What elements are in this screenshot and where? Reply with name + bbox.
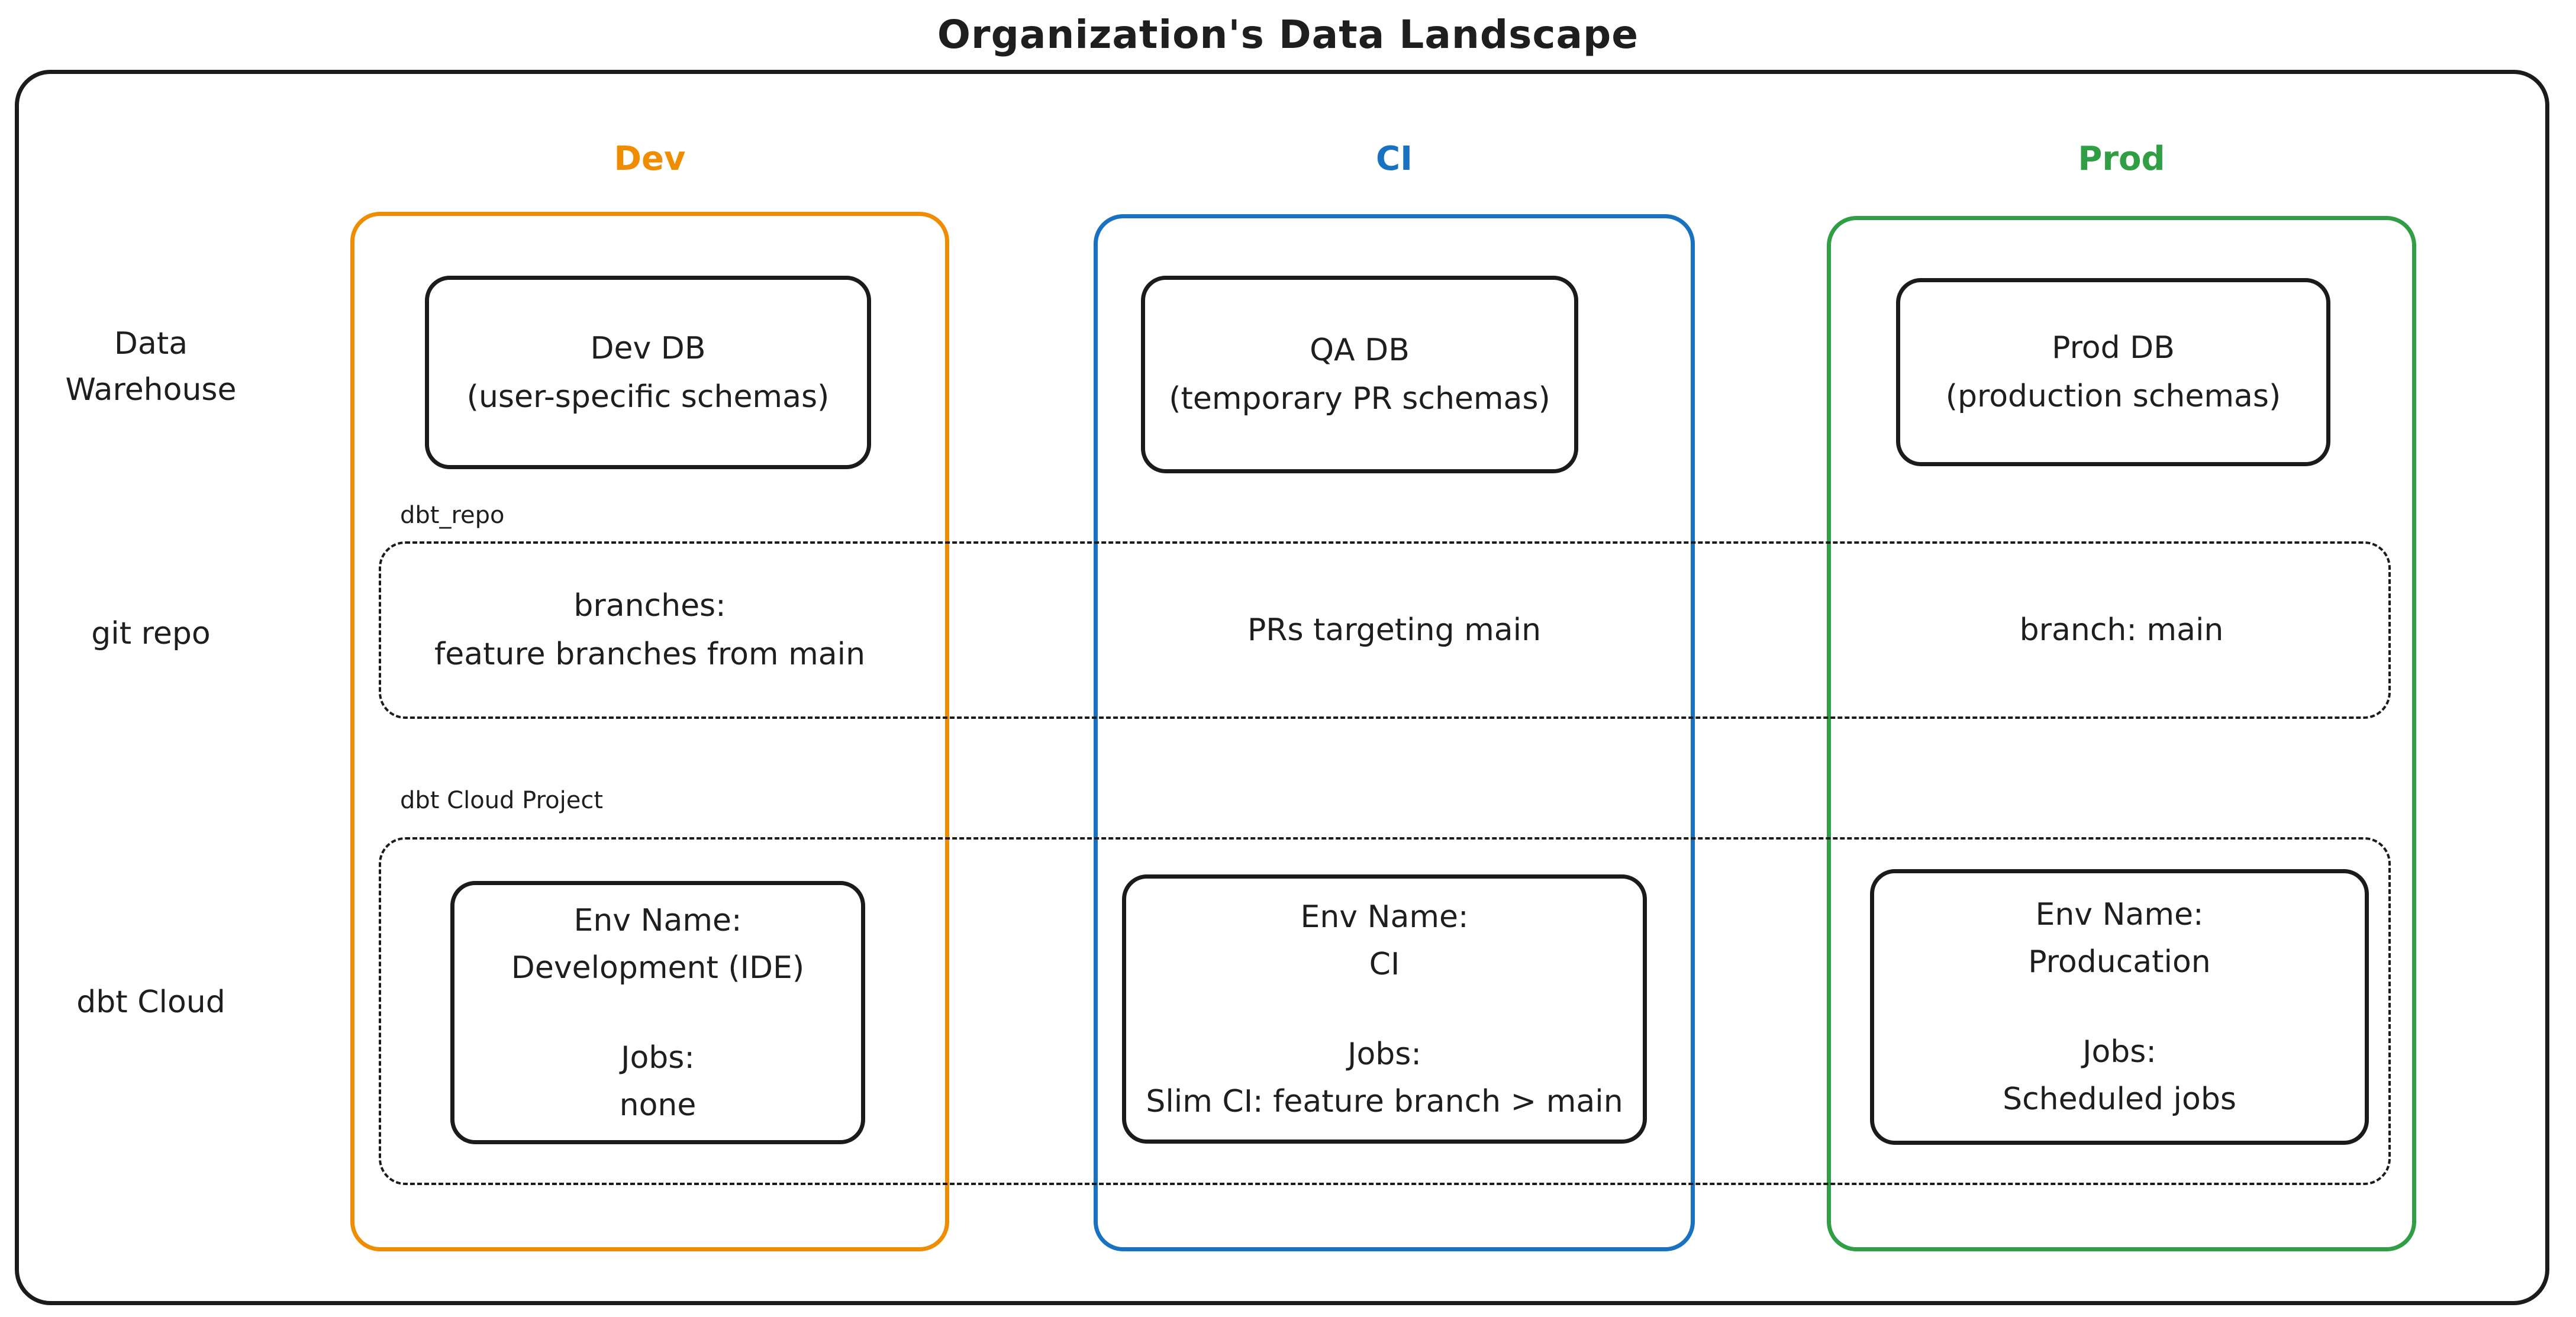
column-header-ci: CI (1376, 140, 1413, 178)
column-header-prod: Prod (2078, 140, 2165, 178)
row-label-data-warehouse-line2: Warehouse (65, 372, 237, 408)
diagram-title: Organization's Data Landscape (937, 12, 1639, 57)
dbt-env-dev-jobs-value: none (619, 1087, 697, 1123)
dbt-env-box-prod: Env Name: Producation Jobs: Scheduled jo… (1870, 869, 2369, 1145)
row-label-dbt-cloud: dbt Cloud (76, 984, 225, 1020)
dbt-env-ci-jobs-value: Slim CI: feature branch > main (1146, 1083, 1623, 1119)
row-label-git-repo: git repo (91, 616, 211, 651)
dbt-env-ci-env-label: Env Name: (1300, 899, 1469, 935)
dev-db-box: Dev DB (user-specific schemas) (425, 276, 871, 469)
dbt-env-prod-jobs-label: Jobs: (2082, 1034, 2156, 1070)
qa-db-name: QA DB (1310, 333, 1410, 368)
git-cell-prod-text: branch: main (2019, 612, 2224, 648)
git-cell-ci: PRs targeting main (1094, 541, 1695, 719)
prod-db-name: Prod DB (2052, 330, 2175, 366)
dbt-cloud-group-box (379, 837, 2391, 1185)
dbt-env-dev-env-label: Env Name: (573, 902, 742, 938)
dbt-env-dev-env-name: Development (IDE) (511, 950, 805, 986)
qa-db-detail: (temporary PR schemas) (1169, 381, 1550, 417)
dbt-env-ci-jobs-label: Jobs: (1347, 1036, 1421, 1072)
git-cell-ci-text: PRs targeting main (1247, 612, 1542, 648)
git-repo-group-box (379, 541, 2391, 719)
column-outline-ci (1094, 214, 1695, 1251)
dbt-env-box-dev: Env Name: Development (IDE) Jobs: none (450, 881, 865, 1144)
dev-db-name: Dev DB (590, 330, 706, 366)
column-outline-dev (350, 212, 949, 1251)
outer-frame (15, 70, 2549, 1305)
dbt-env-ci-env-name: CI (1369, 946, 1400, 982)
dbt-env-prod-jobs-value: Scheduled jobs (2003, 1082, 2236, 1117)
git-cell-dev: branches: feature branches from main (350, 541, 949, 719)
dev-db-detail: (user-specific schemas) (466, 379, 830, 415)
git-cell-dev-line2: feature branches from main (434, 637, 866, 672)
dbt-env-prod-env-name: Producation (2028, 944, 2211, 980)
column-outline-prod (1827, 216, 2416, 1251)
git-cell-prod: branch: main (1827, 541, 2416, 719)
qa-db-box: QA DB (temporary PR schemas) (1141, 276, 1578, 473)
prod-db-box: Prod DB (production schemas) (1896, 278, 2330, 466)
row-label-data-warehouse-line1: Data (114, 326, 188, 361)
dbt-cloud-group-label: dbt Cloud Project (400, 787, 604, 814)
row-label-data-warehouse: Data Warehouse (41, 321, 260, 413)
prod-db-detail: (production schemas) (1945, 379, 2281, 414)
dbt-env-box-ci: Env Name: CI Jobs: Slim CI: feature bran… (1122, 874, 1647, 1144)
dbt-env-dev-jobs-label: Jobs: (621, 1040, 695, 1076)
git-cell-dev-line1: branches: (573, 588, 726, 624)
dbt-env-prod-env-label: Env Name: (2035, 897, 2204, 932)
column-header-dev: Dev (614, 140, 686, 178)
git-repo-group-label: dbt_repo (400, 502, 505, 529)
